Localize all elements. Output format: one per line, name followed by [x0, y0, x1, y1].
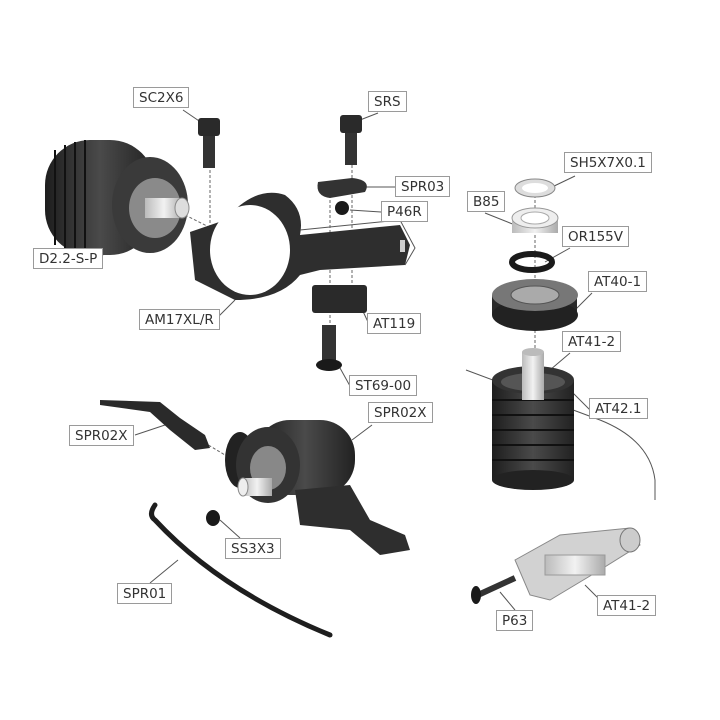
part-at40-1 [492, 279, 578, 331]
label-st69-00: ST69-00 [349, 375, 418, 396]
part-am17xlr [190, 192, 416, 300]
label-spr03: SPR03 [395, 176, 451, 197]
label-spr02x-right: SPR02X [368, 402, 433, 423]
part-ss3x3 [206, 510, 220, 526]
label-at41-2-top: AT41-2 [562, 331, 622, 352]
part-at41-2-bracket [514, 527, 641, 601]
part-spr02x-assembly [225, 420, 410, 555]
part-srs [340, 115, 362, 165]
label-at119: AT119 [367, 313, 422, 334]
label-sc2x6: SC2X6 [133, 87, 190, 108]
label-spr01: SPR01 [117, 583, 173, 604]
part-d22sp [45, 140, 190, 255]
part-spr01 [149, 502, 333, 638]
part-p63 [471, 575, 517, 604]
label-b85: B85 [467, 191, 506, 212]
label-sh5x7x01: SH5X7X0.1 [564, 152, 652, 173]
part-spr03 [317, 178, 367, 198]
label-srs: SRS [368, 91, 407, 112]
part-b85 [511, 207, 559, 233]
part-st69-00 [316, 325, 342, 371]
label-or155v: OR155V [562, 226, 630, 247]
label-p46r: P46R [381, 201, 428, 222]
part-at41-2-shaft [522, 348, 544, 400]
label-p63: P63 [496, 610, 534, 631]
label-d22sp: D2.2-S-P [33, 248, 104, 269]
label-at40-1: AT40-1 [588, 271, 648, 292]
label-am17xlr: AM17XL/R [139, 309, 220, 330]
part-at119 [312, 285, 367, 313]
label-spr02x-left: SPR02X [69, 425, 134, 446]
label-at42-1: AT42.1 [589, 398, 648, 419]
part-spr02x-arm [100, 400, 210, 450]
label-ss3x3: SS3X3 [225, 538, 281, 559]
part-sc2x6 [198, 118, 220, 168]
part-p46r [335, 201, 349, 215]
label-at41-2-bottom: AT41-2 [597, 595, 657, 616]
part-or155v [509, 251, 555, 273]
